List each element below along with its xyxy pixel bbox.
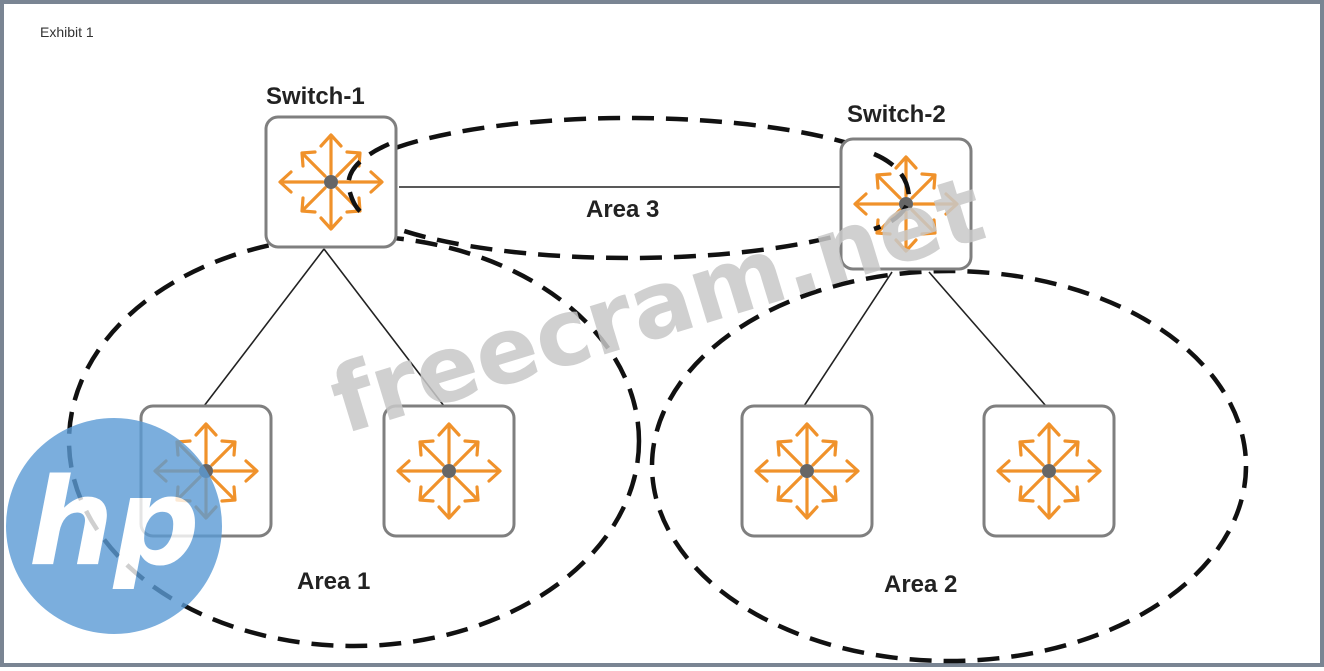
area2-switch-right xyxy=(982,404,1116,538)
switch-1-label: Switch-1 xyxy=(266,83,365,110)
area-3-overlap-left xyxy=(346,141,390,217)
area-3-label: Area 3 xyxy=(586,196,659,223)
area-2-label: Area 2 xyxy=(884,571,957,598)
switch-1-device xyxy=(264,115,398,249)
area1-switch-right xyxy=(382,404,516,538)
switch-2-device xyxy=(839,137,973,271)
area-3-overlap-right xyxy=(873,151,912,232)
switch-2-label: Switch-2 xyxy=(847,101,946,128)
link-switch2-node-c xyxy=(803,271,893,407)
network-diagram: Switch-1 Switch-2 Area 3 Area 1 Area 2 f… xyxy=(6,83,1249,664)
links xyxy=(203,186,1047,407)
area2-switch-left xyxy=(740,404,874,538)
area-1-label: Area 1 xyxy=(297,568,370,595)
exhibit-label: Exhibit 1 xyxy=(40,24,94,40)
hp-logo-text: hp xyxy=(28,454,199,593)
link-switch2-node-d xyxy=(928,271,1047,407)
hp-logo: hp xyxy=(6,418,222,634)
link-switch1-node-b xyxy=(323,248,445,407)
link-switch1-node-a xyxy=(203,248,325,407)
area-2-boundary xyxy=(649,268,1249,664)
